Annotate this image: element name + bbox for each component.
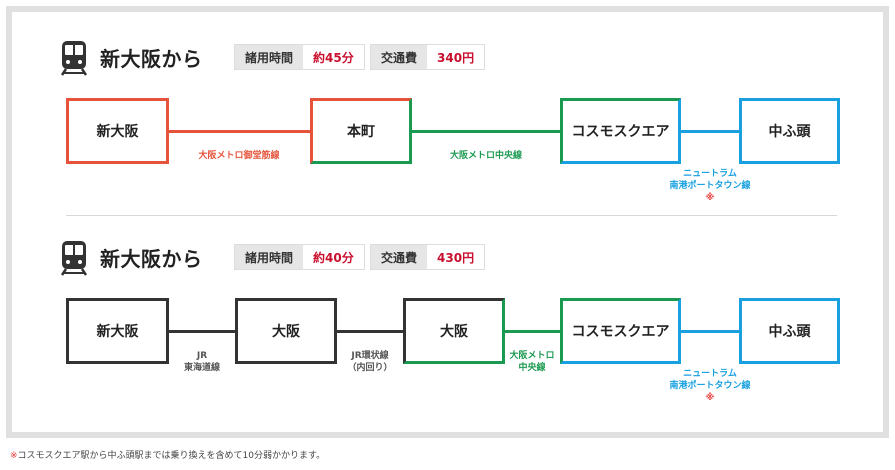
route-header: 新大阪から 諸用時間 約40分 交通費 430円 bbox=[12, 238, 883, 278]
station-osaka-metro: 大阪 bbox=[403, 298, 505, 364]
travel-time-label: 諸用時間 bbox=[235, 45, 304, 69]
station-cosmosquare: コスモスクエア bbox=[560, 298, 681, 364]
note-mark: ※ bbox=[705, 193, 715, 203]
station-hommachi: 本町 bbox=[310, 98, 412, 164]
line-segment-chuo bbox=[503, 330, 562, 333]
line-label-midosuji: 大阪メトロ御堂筋線 bbox=[198, 151, 280, 161]
line-label-jr-loop: JR環状線 （内回り） bbox=[347, 351, 393, 373]
fare: 交通費 340円 bbox=[370, 44, 486, 70]
footnote: ※コスモスクエア駅から中ふ頭駅までは乗り換えを含めて10分弱かかります。 bbox=[10, 448, 325, 461]
note-mark: ※ bbox=[705, 393, 715, 403]
line-segment-newtram bbox=[679, 330, 741, 333]
station-shin-osaka: 新大阪 bbox=[66, 298, 169, 364]
station-nakafuto: 中ふ頭 bbox=[739, 98, 840, 164]
station-nakafuto: 中ふ頭 bbox=[739, 298, 840, 364]
route-divider bbox=[66, 215, 837, 216]
train-icon bbox=[60, 241, 88, 276]
station-cosmosquare: コスモスクエア bbox=[560, 98, 681, 164]
fare-value: 430円 bbox=[427, 245, 485, 269]
route-panel: 新大阪から 諸用時間 約45分 交通費 340円 新大阪 本町 コスモスクエア … bbox=[6, 6, 889, 438]
origin-title: 新大阪から bbox=[100, 247, 203, 271]
line-segment-newtram bbox=[679, 130, 741, 133]
line-label-newtram: ニュートラム 南港ポートタウン線 ※ bbox=[669, 369, 751, 403]
note-mark: ※ bbox=[10, 451, 18, 461]
travel-time: 諸用時間 約40分 bbox=[234, 244, 365, 270]
station-osaka-jr: 大阪 bbox=[235, 298, 337, 364]
fare-label: 交通費 bbox=[371, 245, 428, 269]
line-segment-chuo bbox=[410, 130, 562, 133]
route-header: 新大阪から 諸用時間 約45分 交通費 340円 bbox=[12, 38, 883, 78]
route-diagram: 新大阪 大阪 大阪 コスモスクエア 中ふ頭 JR 東海道線 JR環状線 （内回り… bbox=[12, 298, 883, 408]
station-shin-osaka: 新大阪 bbox=[66, 98, 169, 164]
train-icon bbox=[60, 41, 88, 76]
footnote-text: コスモスクエア駅から中ふ頭駅までは乗り換えを含めて10分弱かかります。 bbox=[17, 451, 326, 461]
fare-label: 交通費 bbox=[371, 45, 428, 69]
fare-value: 340円 bbox=[427, 45, 485, 69]
line-label-chuo: 大阪メトロ中央線 bbox=[449, 151, 523, 161]
travel-time: 諸用時間 約45分 bbox=[234, 44, 365, 70]
line-label-chuo: 大阪メトロ 中央線 bbox=[509, 351, 555, 373]
line-segment-jr-loop bbox=[335, 330, 405, 333]
line-label-newtram: ニュートラム 南港ポートタウン線 ※ bbox=[669, 169, 751, 203]
line-label-jr-tokaido: JR 東海道線 bbox=[183, 351, 221, 373]
fare: 交通費 430円 bbox=[370, 244, 486, 270]
origin-title: 新大阪から bbox=[100, 47, 203, 71]
route-diagram: 新大阪 本町 コスモスクエア 中ふ頭 大阪メトロ御堂筋線 大阪メトロ中央線 ニュ… bbox=[12, 98, 883, 208]
line-segment-jr-tokaido bbox=[167, 330, 237, 333]
line-segment-midosuji bbox=[167, 130, 312, 133]
travel-time-label: 諸用時間 bbox=[235, 245, 304, 269]
travel-time-value: 約45分 bbox=[303, 45, 364, 69]
travel-time-value: 約40分 bbox=[303, 245, 364, 269]
